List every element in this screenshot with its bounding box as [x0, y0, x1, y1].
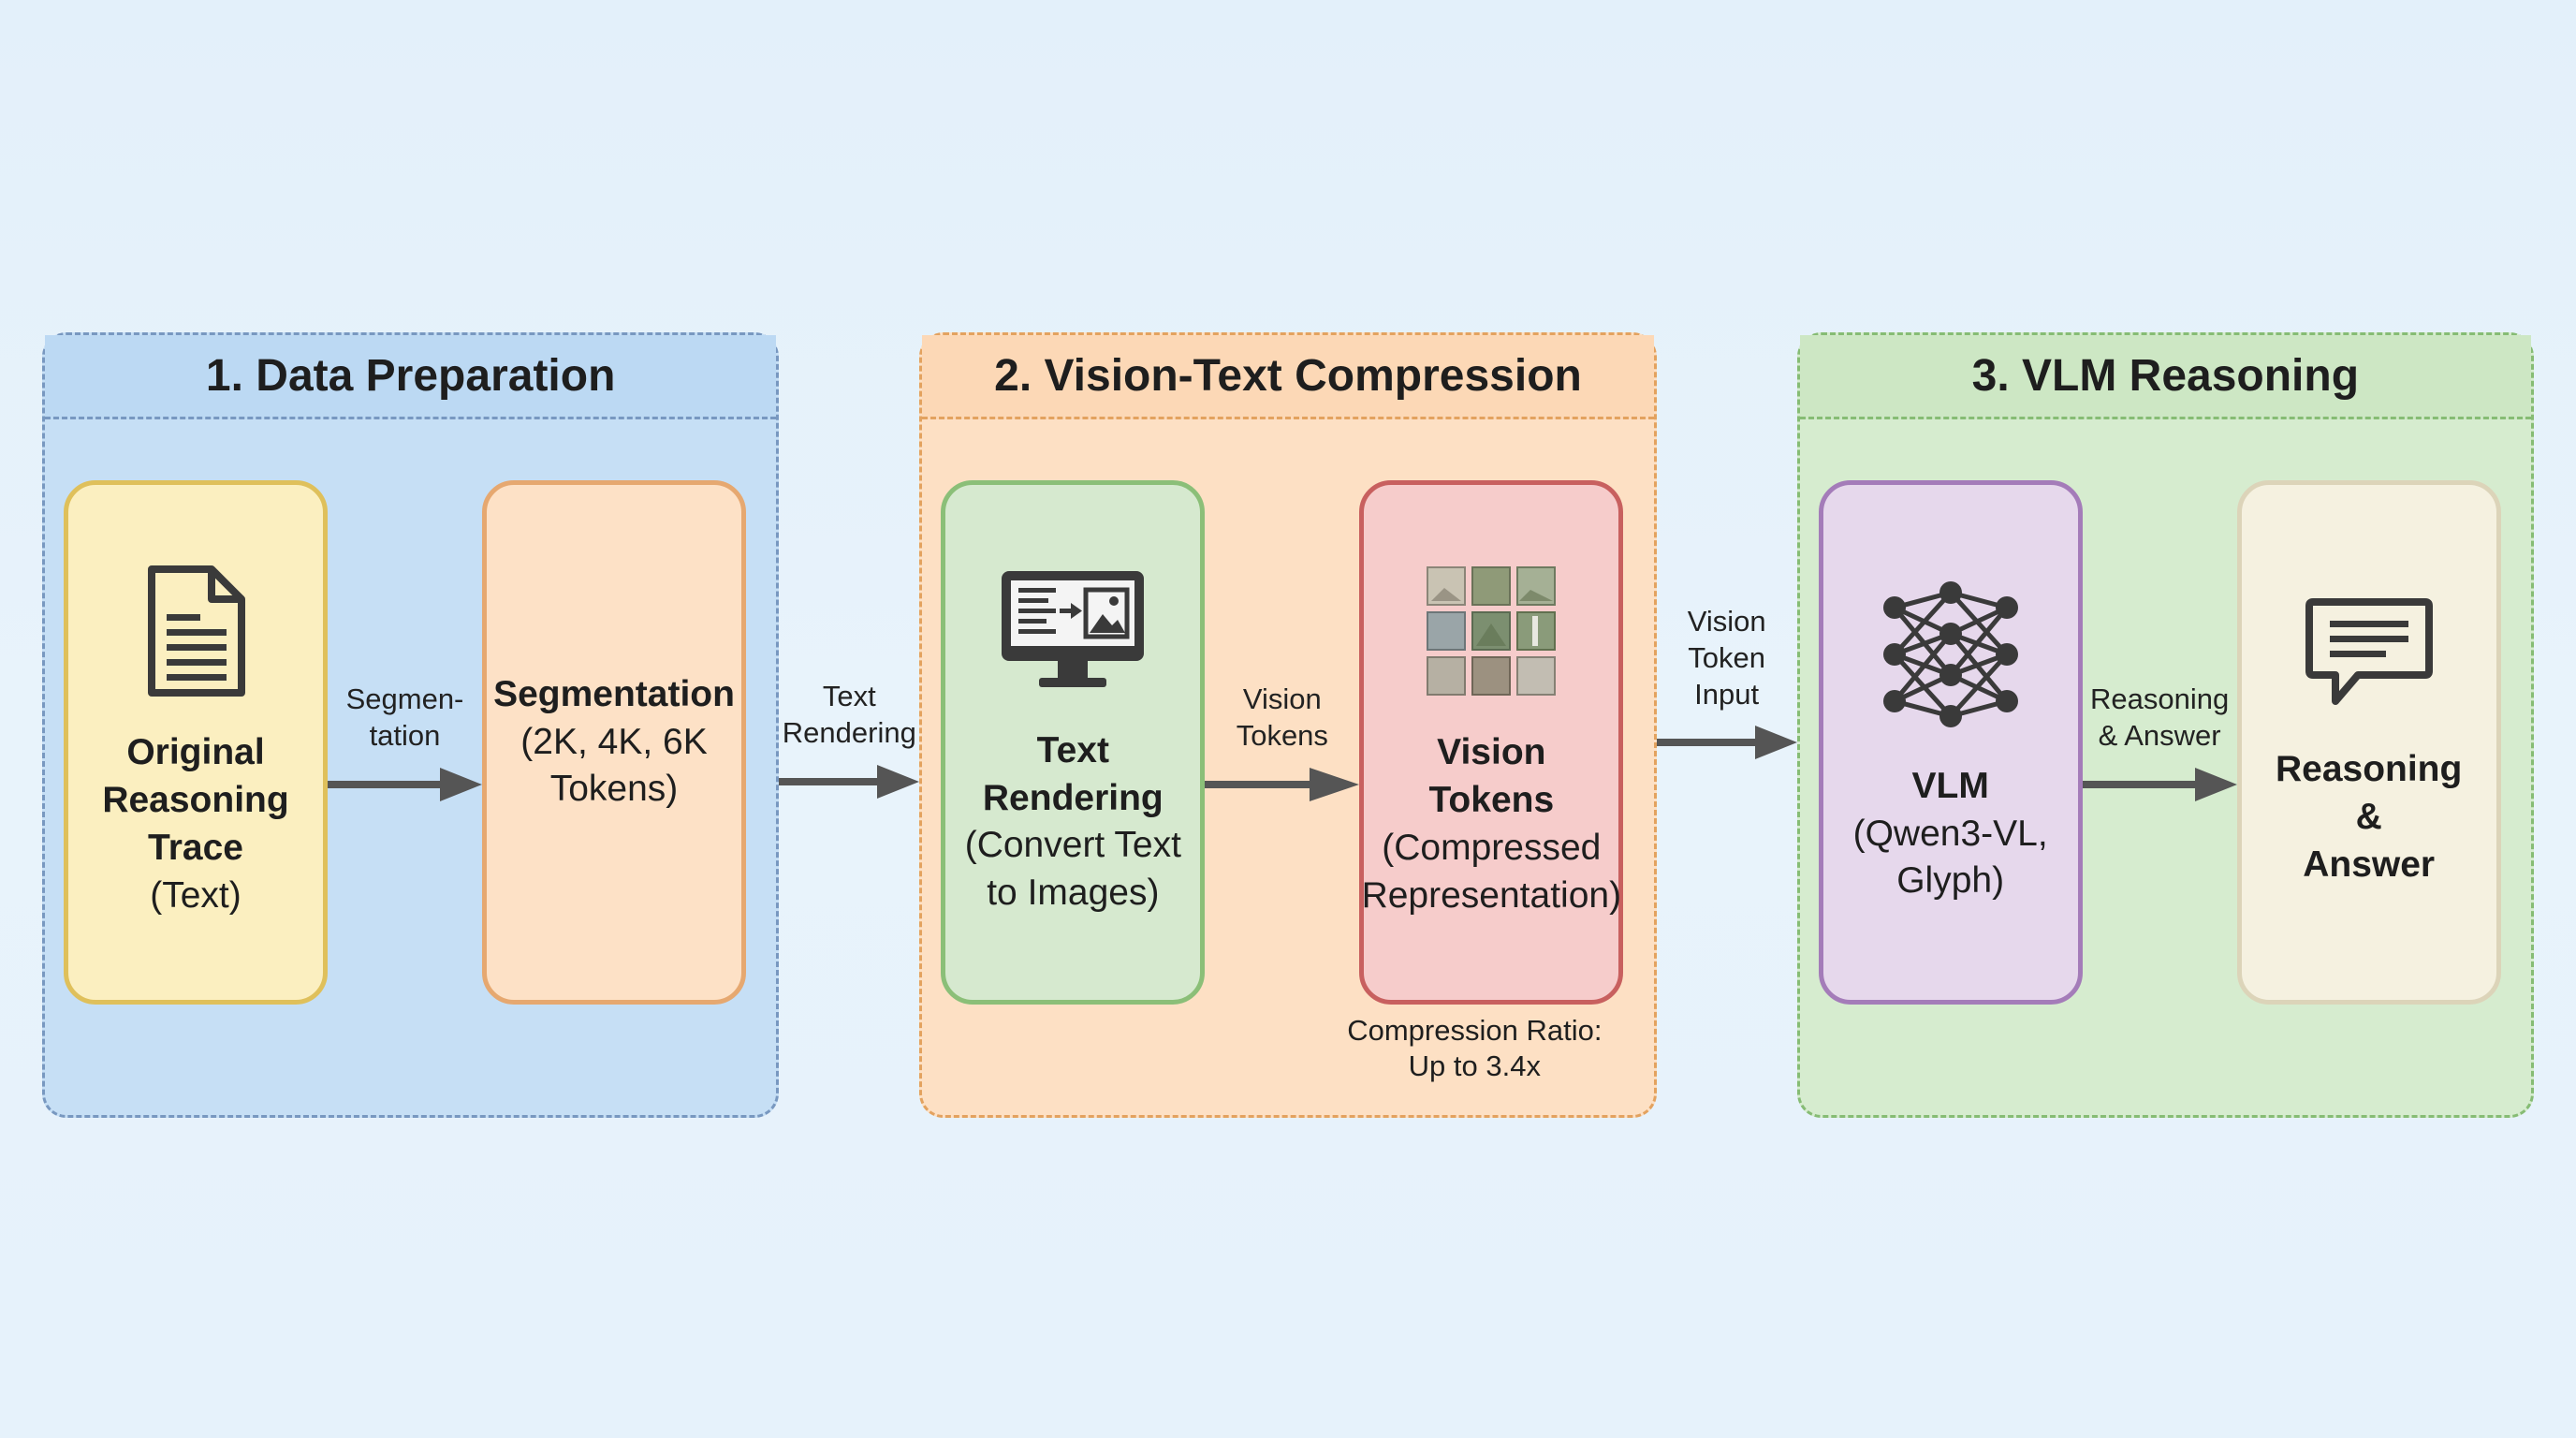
monitor-render-icon — [998, 567, 1148, 707]
stage-vlm-reasoning: 3. VLM Reasoning — [1796, 332, 2534, 1118]
connector-label-line: Vision — [1687, 605, 1766, 638]
node-text-rendering: Text Rendering (Convert Text to Images) — [941, 480, 1206, 1005]
node-title-line: Rendering — [982, 777, 1164, 818]
document-icon — [144, 565, 247, 710]
node-subtitle-line: Representation) — [1361, 874, 1622, 916]
connector-vision-token-input: Vision Token Input — [1656, 604, 1797, 847]
connector-label: Segmen- tation — [346, 682, 464, 755]
node-vlm: VLM (Qwen3-VL, Glyph) — [1818, 480, 2083, 1005]
node-title-line: Reasoning — [2275, 749, 2463, 790]
node-subtitle-line: (Compressed — [1382, 827, 1602, 868]
arrow-icon — [779, 764, 920, 799]
connector-label-line: Token — [1688, 640, 1766, 674]
arrow-icon — [2082, 767, 2237, 801]
connector-label-line: Reasoning — [2090, 682, 2230, 716]
node-original-reasoning-trace: Original Reasoning Trace (Text) — [64, 480, 328, 1005]
image-grid-icon — [1426, 565, 1557, 710]
connector-label-line: Segmen- — [345, 682, 464, 716]
node-subtitle-line: Glyph) — [1896, 860, 2005, 902]
connector-text-rendering: Text Rendering — [779, 477, 920, 1002]
node-subtitle-line: to Images) — [987, 873, 1160, 914]
node-subtitle-line: Tokens) — [549, 769, 679, 810]
neural-network-icon — [1876, 580, 2026, 742]
connector-label: Text Rendering — [783, 679, 916, 752]
connector-label-line: Tokens — [1236, 719, 1328, 752]
connector-label: Reasoning & Answer — [2090, 682, 2229, 755]
node-title-line: Answer — [2303, 844, 2436, 885]
node-title-line: Tokens — [1428, 780, 1555, 821]
connector-reasoning-answer: Reasoning & Answer — [2082, 480, 2237, 1005]
connector-segmentation: Segmen- tation — [328, 480, 482, 1005]
node-title-line: Original — [126, 732, 265, 773]
connector-label-line: Rendering — [782, 716, 916, 749]
node-reasoning-answer: Reasoning & Answer — [2236, 480, 2501, 1005]
node-subtitle-line: (Text) — [150, 874, 242, 916]
compression-ratio-note: Compression Ratio: Up to 3.4x — [1334, 1013, 1615, 1086]
arrow-icon — [1656, 726, 1797, 760]
stage-title: 2. Vision-Text Compression — [922, 335, 1654, 419]
node-title-line: Text — [1036, 729, 1109, 770]
connector-label: Vision Token Input — [1688, 604, 1766, 712]
connector-label-line: & Answer — [2098, 719, 2221, 752]
stage-title: 3. VLM Reasoning — [1799, 335, 2531, 419]
node-subtitle-line: (Qwen3-VL, — [1852, 813, 2048, 854]
node-title-line: VLM — [1911, 765, 1989, 806]
node-title-line: & — [2355, 797, 2382, 837]
chat-bubble-icon — [2304, 596, 2435, 726]
arrow-icon — [1205, 767, 1360, 801]
connector-label-line: Input — [1694, 677, 1760, 711]
node-segmentation: Segmentation (2K, 4K, 6K Tokens) — [482, 480, 746, 1005]
node-title-line: Trace — [148, 827, 243, 868]
stage-vision-text-compression: 2. Vision-Text Compression — [919, 332, 1657, 1118]
node-title-line: Reasoning — [102, 780, 289, 821]
connector-vision-tokens: Vision Tokens — [1205, 480, 1360, 1005]
arrow-icon — [328, 767, 482, 801]
connector-label: Vision Tokens — [1237, 682, 1328, 755]
node-vision-tokens: Vision Tokens (Compressed Representation… — [1359, 480, 1624, 1005]
node-subtitle-line: (2K, 4K, 6K — [520, 721, 708, 762]
node-title-line: Segmentation — [493, 673, 735, 714]
stage-data-preparation: 1. Data Preparation Original Reasoning — [42, 332, 780, 1118]
connector-label-line: Text — [822, 680, 876, 713]
node-title-line: Vision — [1437, 732, 1546, 773]
note-line: Compression Ratio: — [1347, 1013, 1603, 1047]
pipeline-diagram: 1. Data Preparation Original Reasoning — [42, 332, 2534, 1122]
stage-title: 1. Data Preparation — [45, 335, 777, 419]
connector-label-line: tation — [369, 719, 441, 752]
note-line: Up to 3.4x — [1408, 1049, 1541, 1083]
node-subtitle-line: (Convert Text — [964, 825, 1181, 866]
connector-label-line: Vision — [1242, 682, 1322, 716]
